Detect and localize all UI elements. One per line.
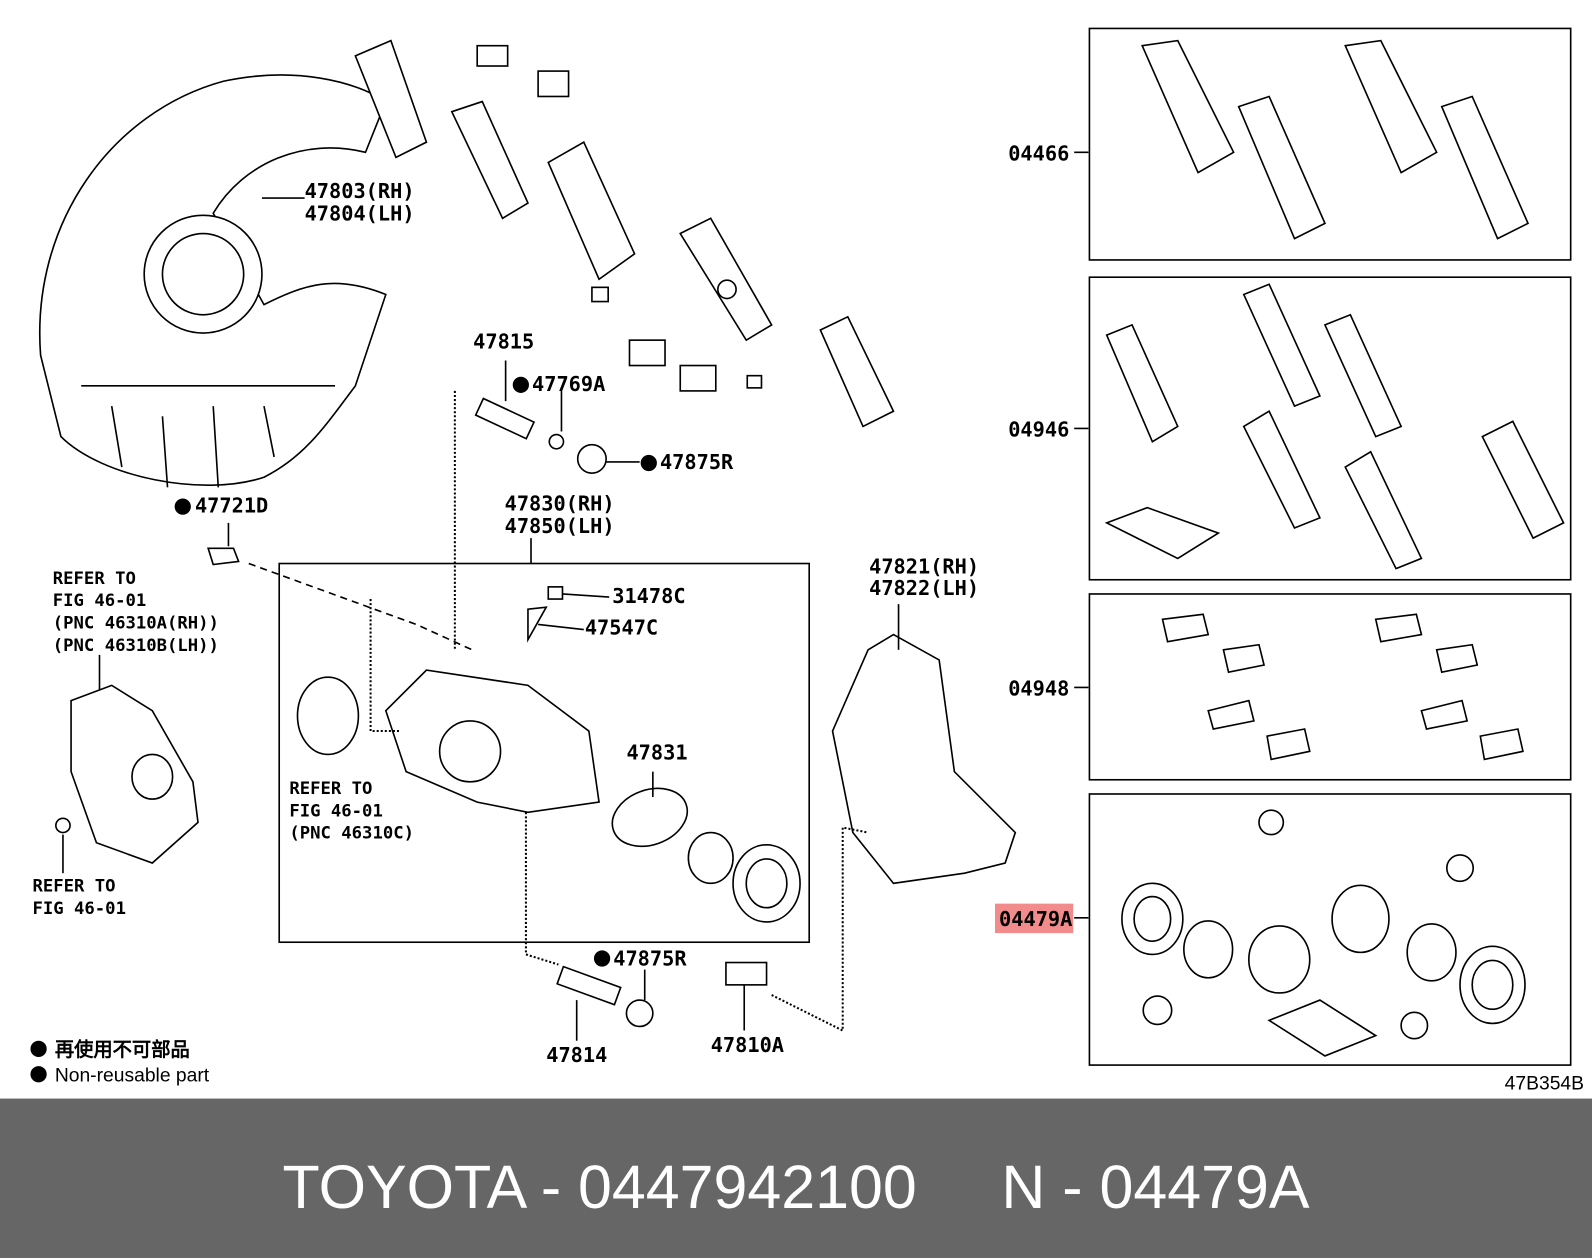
label-04948[interactable]: 04948 <box>1008 677 1069 701</box>
caliper-group-box <box>278 562 811 944</box>
refer-left-line-3: (PNC 46310A(RH)) <box>53 613 219 633</box>
legend-jp: 再使用不可部品 <box>55 1038 190 1061</box>
highlight-04479A <box>995 903 1074 934</box>
label-47769A[interactable]: 47769A <box>532 372 605 396</box>
figure-code: 47B354B <box>1505 1073 1584 1094</box>
label-47830[interactable]: 47830(RH) <box>505 492 615 516</box>
refer-center-line-2: FIG 46-01 <box>289 801 382 821</box>
label-47850[interactable]: 47850(LH) <box>505 514 615 538</box>
label-47831[interactable]: 47831 <box>626 740 687 764</box>
kit-contents-drawing <box>1104 39 1565 1057</box>
label-47814[interactable]: 47814 <box>546 1043 607 1067</box>
non-reusable-dot-icon <box>593 950 611 967</box>
leader-lines <box>248 151 1089 1033</box>
label-47547C[interactable]: 47547C <box>585 616 658 640</box>
label-47875R-bottom[interactable]: 47875R <box>613 947 687 971</box>
label-47815[interactable]: 47815 <box>473 329 534 353</box>
kit-box-04946 <box>1088 276 1572 581</box>
legend-en: Non-reusable part <box>55 1065 210 1086</box>
non-reusable-dot-icon <box>512 376 529 393</box>
legend-dot-icon <box>30 1066 47 1083</box>
label-47875R-top[interactable]: 47875R <box>660 450 734 474</box>
refer-left-line-4: (PNC 46310B(LH)) <box>53 636 219 656</box>
label-47721D[interactable]: 47721D <box>195 494 268 518</box>
pads-and-shims-drawing <box>354 39 895 428</box>
kit-box-04479A <box>1088 793 1572 1066</box>
label-47822[interactable]: 47822(LH) <box>869 576 979 600</box>
caliper-drawing <box>296 586 801 923</box>
legend-dot-icon <box>30 1040 47 1057</box>
kit-box-04948 <box>1088 593 1572 781</box>
refer-center-line-3: (PNC 46310C) <box>289 824 414 844</box>
kit-box-04466 <box>1088 27 1572 261</box>
label-04466[interactable]: 04466 <box>1008 141 1069 165</box>
footer-part-number: TOYOTA - 0447942100 N - 04479A <box>283 1153 1310 1221</box>
knuckle-drawing <box>55 654 199 874</box>
label-47803[interactable]: 47803(RH) <box>305 179 415 203</box>
pins-drawing <box>207 360 768 1041</box>
mounting-drawing <box>831 604 1017 885</box>
refer-left-line-1: REFER TO <box>53 569 136 589</box>
label-47810A[interactable]: 47810A <box>711 1033 784 1057</box>
footer-bar <box>0 1098 1592 1258</box>
label-47821[interactable]: 47821(RH) <box>869 555 979 579</box>
label-04946[interactable]: 04946 <box>1008 418 1069 442</box>
refer-left-line-2: FIG 46-01 <box>53 591 146 611</box>
label-04479A[interactable]: 04479A <box>999 907 1072 931</box>
refer-bottom-line-1: REFER TO <box>32 876 115 896</box>
label-47804[interactable]: 47804(LH) <box>305 201 415 225</box>
non-reusable-dot-icon <box>640 454 657 472</box>
refer-center-line-1: REFER TO <box>289 779 372 799</box>
dust-shield-drawing <box>38 74 387 488</box>
non-reusable-dot-icon <box>174 498 191 515</box>
refer-bottom-line-2: FIG 46-01 <box>32 899 125 919</box>
label-31478C[interactable]: 31478C <box>612 584 685 608</box>
